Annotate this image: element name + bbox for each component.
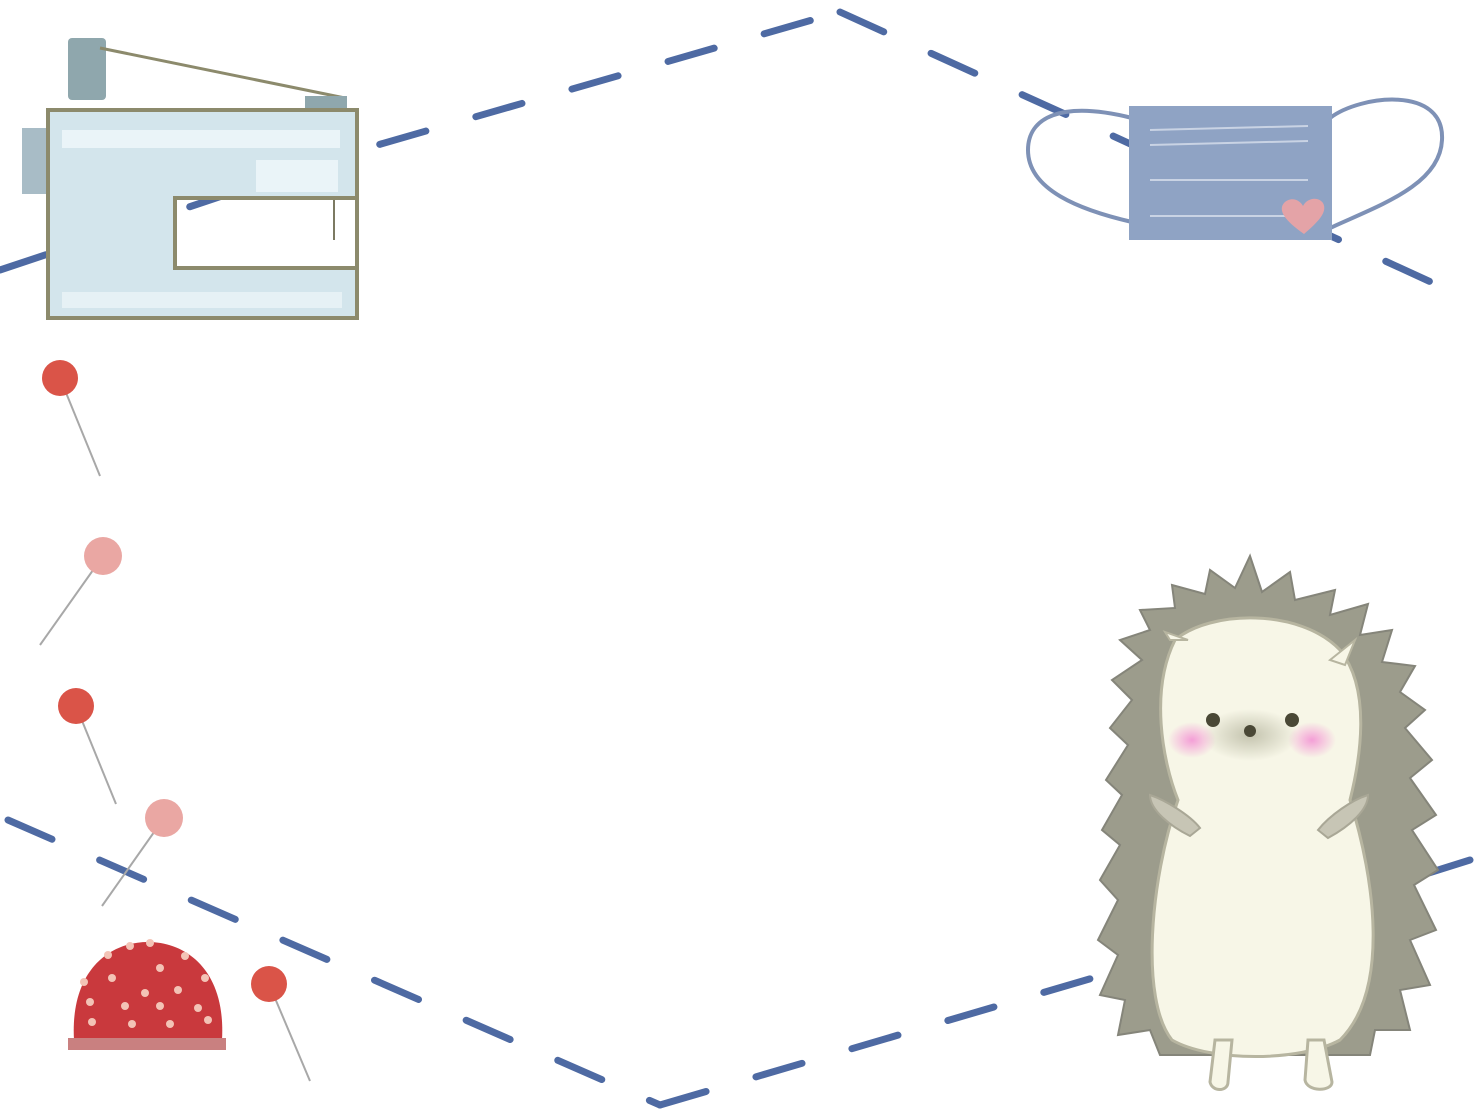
pincushion-dot: [146, 939, 154, 947]
pincushion-dot: [88, 1018, 96, 1026]
pincushion-dot: [174, 986, 182, 994]
pincushion-dot: [181, 952, 189, 960]
pincushion-dot: [80, 978, 88, 986]
pins-group: [39, 360, 311, 1082]
pin-head: [84, 537, 122, 575]
pincushion-dot: [104, 951, 112, 959]
sewing-machine-icon: [22, 38, 359, 320]
pin-icon: [39, 537, 122, 646]
pincushion-dot: [126, 942, 134, 950]
pincushion-dot: [204, 1016, 212, 1024]
pincushion-dot: [201, 974, 209, 982]
pincushion-dot: [86, 998, 94, 1006]
pincushion-dot: [141, 989, 149, 997]
hedgehog-nose: [1244, 725, 1256, 737]
pin-head: [251, 966, 287, 1002]
pincushion-dot: [121, 1002, 129, 1010]
thread-line: [99, 46, 346, 100]
pin-icon: [58, 688, 117, 805]
pincushion-dot: [128, 1020, 136, 1028]
pincushion-dot: [156, 964, 164, 972]
pin-head: [58, 688, 94, 724]
pin-icon: [251, 966, 311, 1082]
pin-icon: [101, 799, 183, 907]
pincushion-dot: [166, 1020, 174, 1028]
heart-icon: [1281, 198, 1325, 234]
hedgehog-eye-right: [1285, 713, 1299, 727]
pincushion-dot: [156, 1002, 164, 1010]
pin-head: [145, 799, 183, 837]
pincushion-dot: [194, 1004, 202, 1012]
hedgehog-icon: [1096, 553, 1440, 1091]
stitch-line-bottom-left: [4, 816, 664, 1109]
pin-head: [42, 360, 78, 396]
pincushion-dot: [108, 974, 116, 982]
face-mask-icon: [1025, 97, 1445, 240]
pin-icon: [42, 360, 101, 477]
hedgehog-eye-left: [1206, 713, 1220, 727]
pincushion-icon: [68, 939, 226, 1050]
